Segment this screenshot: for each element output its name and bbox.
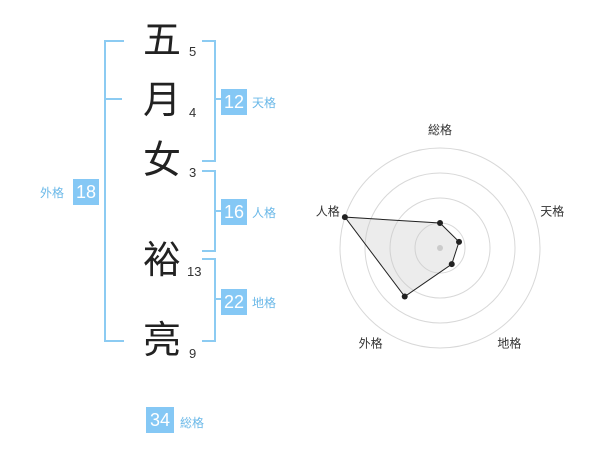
radar-point-5 [341, 214, 348, 221]
tenkaku-bracket-tick [214, 98, 221, 100]
stroke-count-3: 3 [189, 165, 197, 180]
name-char-4: 裕 [142, 238, 181, 282]
radar-point-4 [401, 293, 408, 300]
chikaku-badge: 22 [221, 289, 247, 315]
tenkaku-bracket [202, 40, 216, 162]
tenkaku-badge: 12 [221, 89, 247, 115]
radar-axis-label-4: 外格 [359, 335, 383, 350]
name-char-5: 亮 [142, 318, 181, 362]
stroke-count-4: 13 [187, 264, 202, 279]
gaikaku-label: 外格 [40, 186, 65, 200]
soukaku-label: 総格 [180, 416, 205, 430]
stroke-count-2: 4 [189, 105, 197, 120]
tenkaku-label: 天格 [252, 96, 277, 110]
chikaku-label: 地格 [252, 296, 277, 310]
name-char-1: 五 [142, 18, 181, 62]
soukaku-badge: 34 [146, 407, 174, 433]
jinkaku-badge: 16 [221, 199, 247, 225]
radar-axis-label-5: 人格 [316, 204, 340, 219]
radar-point-1 [437, 220, 443, 226]
name-char-3: 女 [142, 138, 181, 182]
stroke-count-1: 5 [189, 44, 197, 59]
stroke-count-5: 9 [189, 346, 197, 361]
radar-axis-label-2: 天格 [540, 204, 564, 219]
radar-center [437, 245, 443, 251]
chikaku-bracket [202, 258, 216, 342]
jinkaku-label: 人格 [252, 206, 277, 220]
name-char-2: 月 [142, 78, 181, 122]
jinkaku-bracket-tick [214, 210, 221, 212]
radar-point-2 [456, 238, 463, 245]
chikaku-bracket-tick [214, 298, 221, 300]
gaikaku-badge: 18 [73, 179, 99, 205]
radar-polygon [343, 216, 460, 298]
radar-axis-label-1: 総格 [428, 122, 452, 137]
gaikaku-bracket [104, 40, 124, 342]
radar-axis-label-3: 地格 [497, 335, 521, 350]
radar-point-3 [448, 261, 455, 268]
gaikaku-bracket-tick [104, 98, 122, 100]
